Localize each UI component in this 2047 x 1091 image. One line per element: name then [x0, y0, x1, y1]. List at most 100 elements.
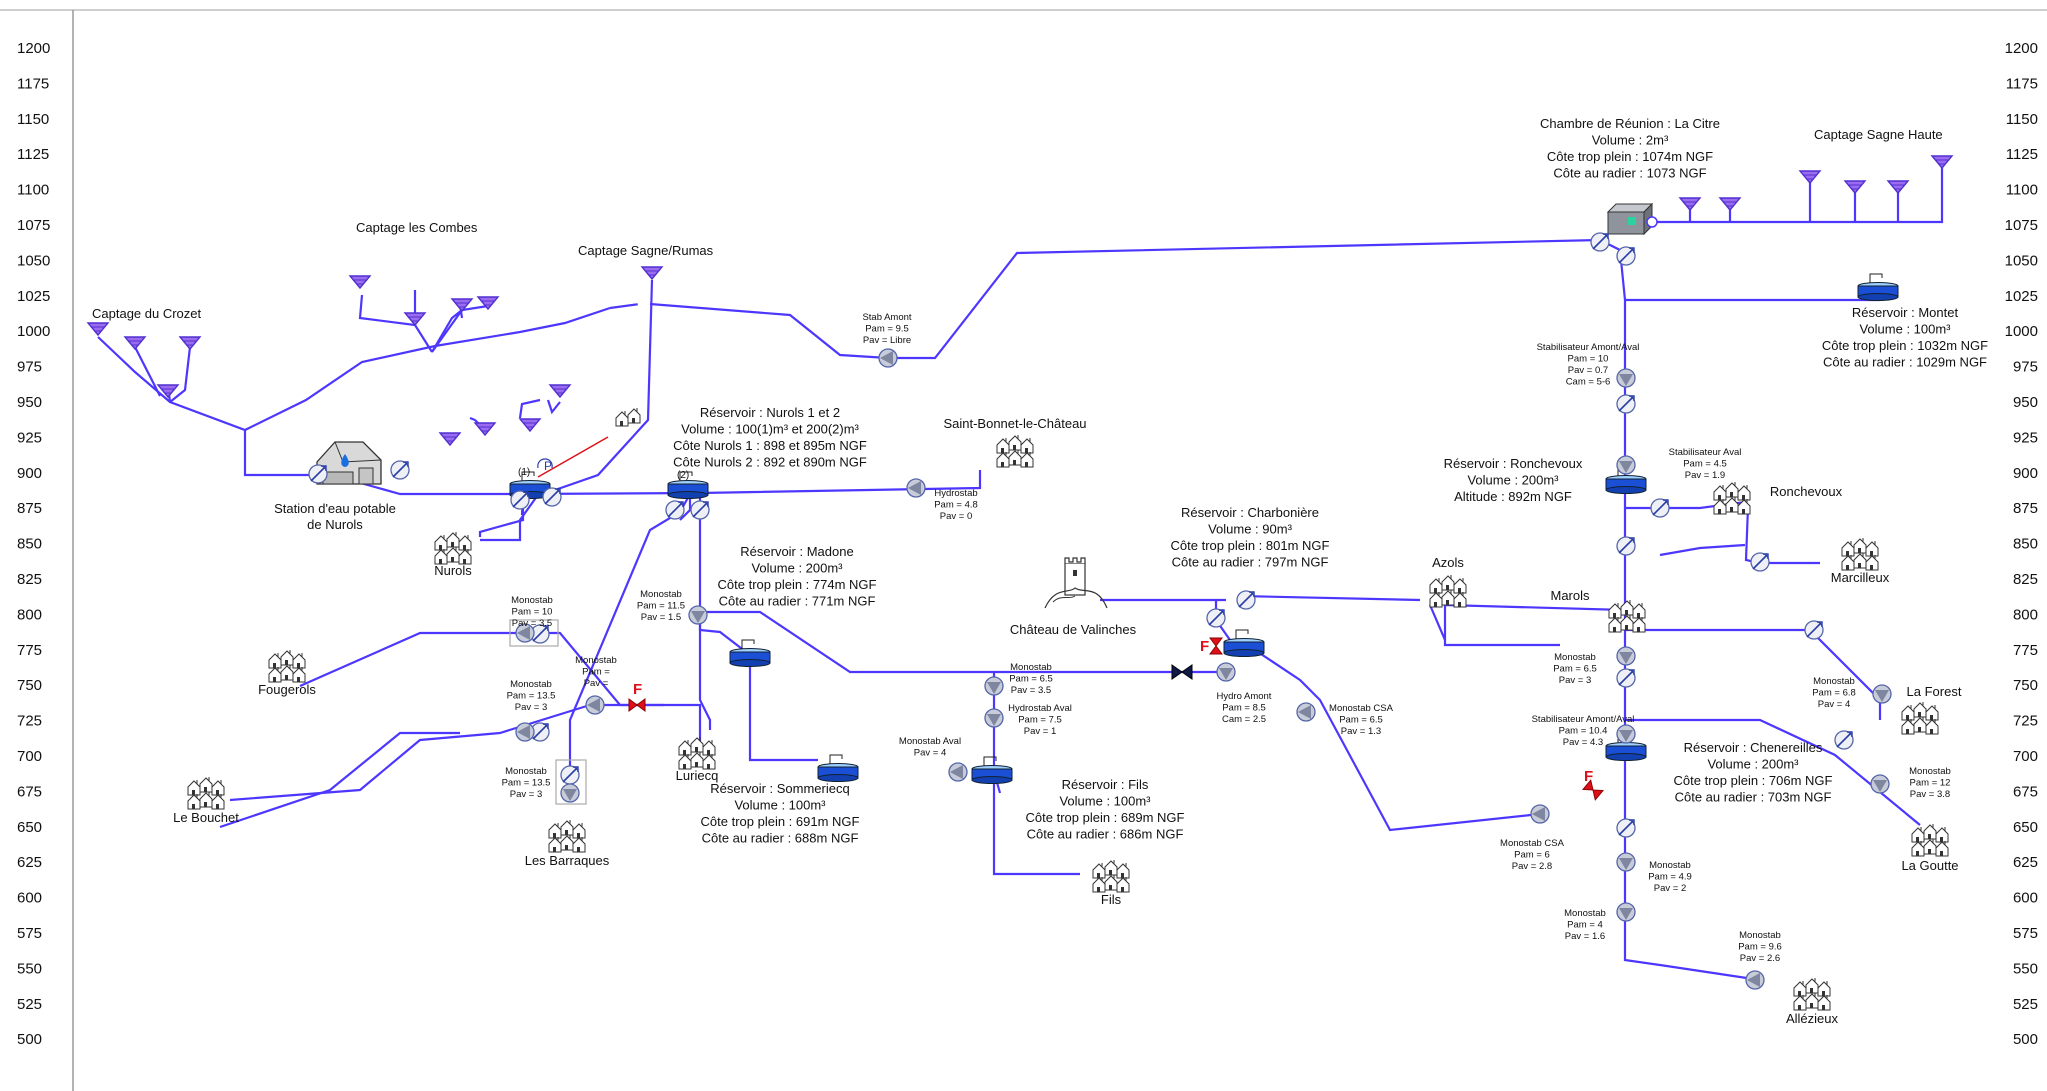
village-houses-icon	[997, 435, 1033, 467]
label-chateau-valinches: Château de Valinches	[1010, 622, 1137, 637]
castle-icon	[1044, 557, 1108, 609]
village-houses-icon	[1912, 824, 1948, 856]
intake-funnel-icon	[549, 384, 571, 398]
label-marcilleux: Marcilleux	[1831, 570, 1890, 585]
village-group	[188, 435, 1948, 1010]
pipe-network	[97, 160, 1944, 982]
axis-tick-label: 725	[2013, 713, 2038, 730]
axis-tick-label: 1050	[17, 252, 50, 269]
axis-tick-label: 1075	[17, 217, 50, 234]
axis-tick-label: 725	[17, 713, 42, 730]
intake-funnel-icon	[87, 322, 109, 336]
pressure-regulator-icon	[1870, 774, 1890, 794]
axis-tick-label: 1025	[17, 288, 50, 305]
axis-tick-label: 550	[2013, 960, 2038, 977]
axis-tick-label: 900	[17, 465, 42, 482]
axis-tick-label: 1000	[17, 323, 50, 340]
axis-tick-label: 550	[17, 960, 42, 977]
axis-tick-label: 750	[17, 677, 42, 694]
tag-p: P	[544, 459, 552, 473]
intake-funnel-icon	[439, 432, 461, 446]
axis-tick-label: 650	[17, 819, 42, 836]
axis-tick-label: 950	[17, 394, 42, 411]
label-azols: Azols	[1432, 555, 1464, 570]
axis-tick-label: 600	[17, 890, 42, 907]
pressure-regulator-icon	[906, 478, 926, 498]
valve-icon	[1804, 620, 1824, 640]
axis-tick-label: 875	[2013, 500, 2038, 517]
axis-tick-label: 1025	[2005, 288, 2038, 305]
village-houses-icon	[269, 650, 305, 682]
reservoir-tank-icon	[817, 754, 859, 782]
axis-tick-label: 525	[17, 996, 42, 1013]
axis-tick-label: 775	[2013, 642, 2038, 659]
axis-tick-label: 650	[2013, 819, 2038, 836]
axis-tick-label: 675	[17, 783, 42, 800]
house-icon	[615, 407, 641, 427]
intake-funnel-icon	[474, 422, 496, 436]
village-houses-icon	[679, 737, 715, 769]
label-la-forest: La Forest	[1907, 684, 1962, 699]
axis-tick-label: 1125	[17, 146, 49, 163]
valve-icon	[308, 464, 328, 484]
gate-valve-icon	[1171, 664, 1193, 680]
label-marols: Marols	[1550, 588, 1590, 603]
pressure-regulator-icon	[1616, 646, 1636, 666]
axis-tick-label: 700	[17, 748, 42, 765]
axis-tick-label: 825	[2013, 571, 2038, 588]
flow-valve-icon	[1209, 637, 1223, 655]
valve-icon	[1650, 498, 1670, 518]
valve-icon	[542, 487, 562, 507]
valve-icon	[1616, 394, 1636, 414]
axis-tick-label: 975	[17, 359, 42, 376]
label-captage-crozet: Captage du Crozet	[92, 306, 202, 321]
intake-funnel-icon	[641, 266, 663, 280]
axis-tick-label: 625	[17, 854, 42, 871]
village-houses-icon	[1794, 978, 1830, 1010]
valve-icon	[1750, 552, 1770, 572]
axis-tick-label: 1100	[2006, 182, 2038, 199]
reservoir-tank-icon	[1223, 629, 1265, 657]
valve-icon	[1616, 246, 1636, 266]
valve-icon	[1236, 590, 1256, 610]
intake-funnel-icon	[1719, 197, 1741, 211]
village-houses-icon	[1902, 702, 1938, 734]
valve-icon	[1834, 730, 1854, 750]
axis-tick-label: 1150	[17, 111, 49, 128]
pressure-regulator-icon	[560, 783, 580, 803]
axis-tick-label: 1050	[2005, 252, 2038, 269]
pressure-regulator-icon	[1745, 970, 1765, 990]
flow-tag-1: F	[633, 681, 642, 698]
pressure-regulator-icon	[1296, 702, 1316, 722]
axis-tick-label: 1200	[17, 40, 50, 57]
pressure-regulator-icon	[1616, 368, 1636, 388]
axis-tick-label: 575	[17, 925, 42, 942]
axis-tick-label: 675	[2013, 783, 2038, 800]
valve-icon	[1206, 608, 1226, 628]
intake-funnel-icon	[1931, 155, 1953, 169]
label-station-1: Station d'eau potable	[274, 501, 396, 516]
village-houses-icon	[1714, 482, 1750, 514]
elevation-axis-right: 1200117511501125110010751050102510009759…	[2005, 40, 2038, 1048]
axis-tick-label: 850	[17, 536, 42, 553]
village-houses-icon	[1842, 538, 1878, 570]
axis-tick-label: 1100	[17, 182, 49, 199]
pressure-regulator-icon	[984, 708, 1004, 728]
axis-tick-label: 525	[2013, 996, 2038, 1013]
